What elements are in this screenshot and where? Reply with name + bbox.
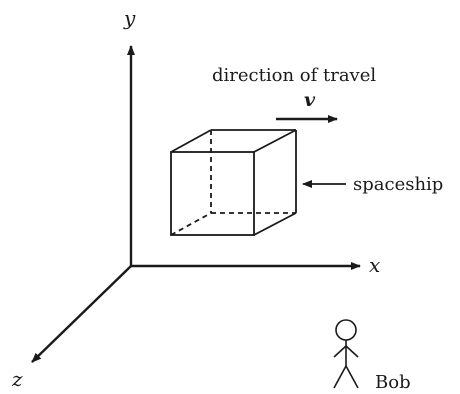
cube-front-face [170, 151, 255, 236]
cube-top-left-edge [170, 129, 212, 153]
cube-bottom-right-edge [253, 212, 297, 236]
y-axis-label: y [123, 6, 136, 30]
bob-label: Bob [375, 372, 411, 393]
coordinate-axes [31, 45, 361, 363]
x-axis-label: x [369, 253, 380, 277]
cube-hidden-edges [170, 130, 296, 236]
spaceship-cube [170, 129, 297, 236]
z-axis [31, 265, 132, 363]
direction-of-travel-label: direction of travel [212, 65, 376, 86]
spaceship-label: spaceship [353, 174, 443, 195]
bob-head [335, 319, 357, 341]
cube-top-right-edge [253, 129, 297, 153]
bob-left-arm [333, 345, 347, 358]
bob-right-leg [345, 365, 359, 389]
z-axis-label: z [11, 367, 23, 391]
bob-right-arm [345, 345, 359, 358]
bob-stick-figure [333, 319, 359, 389]
bob-left-leg [333, 365, 347, 389]
velocity-label: v [304, 89, 316, 111]
